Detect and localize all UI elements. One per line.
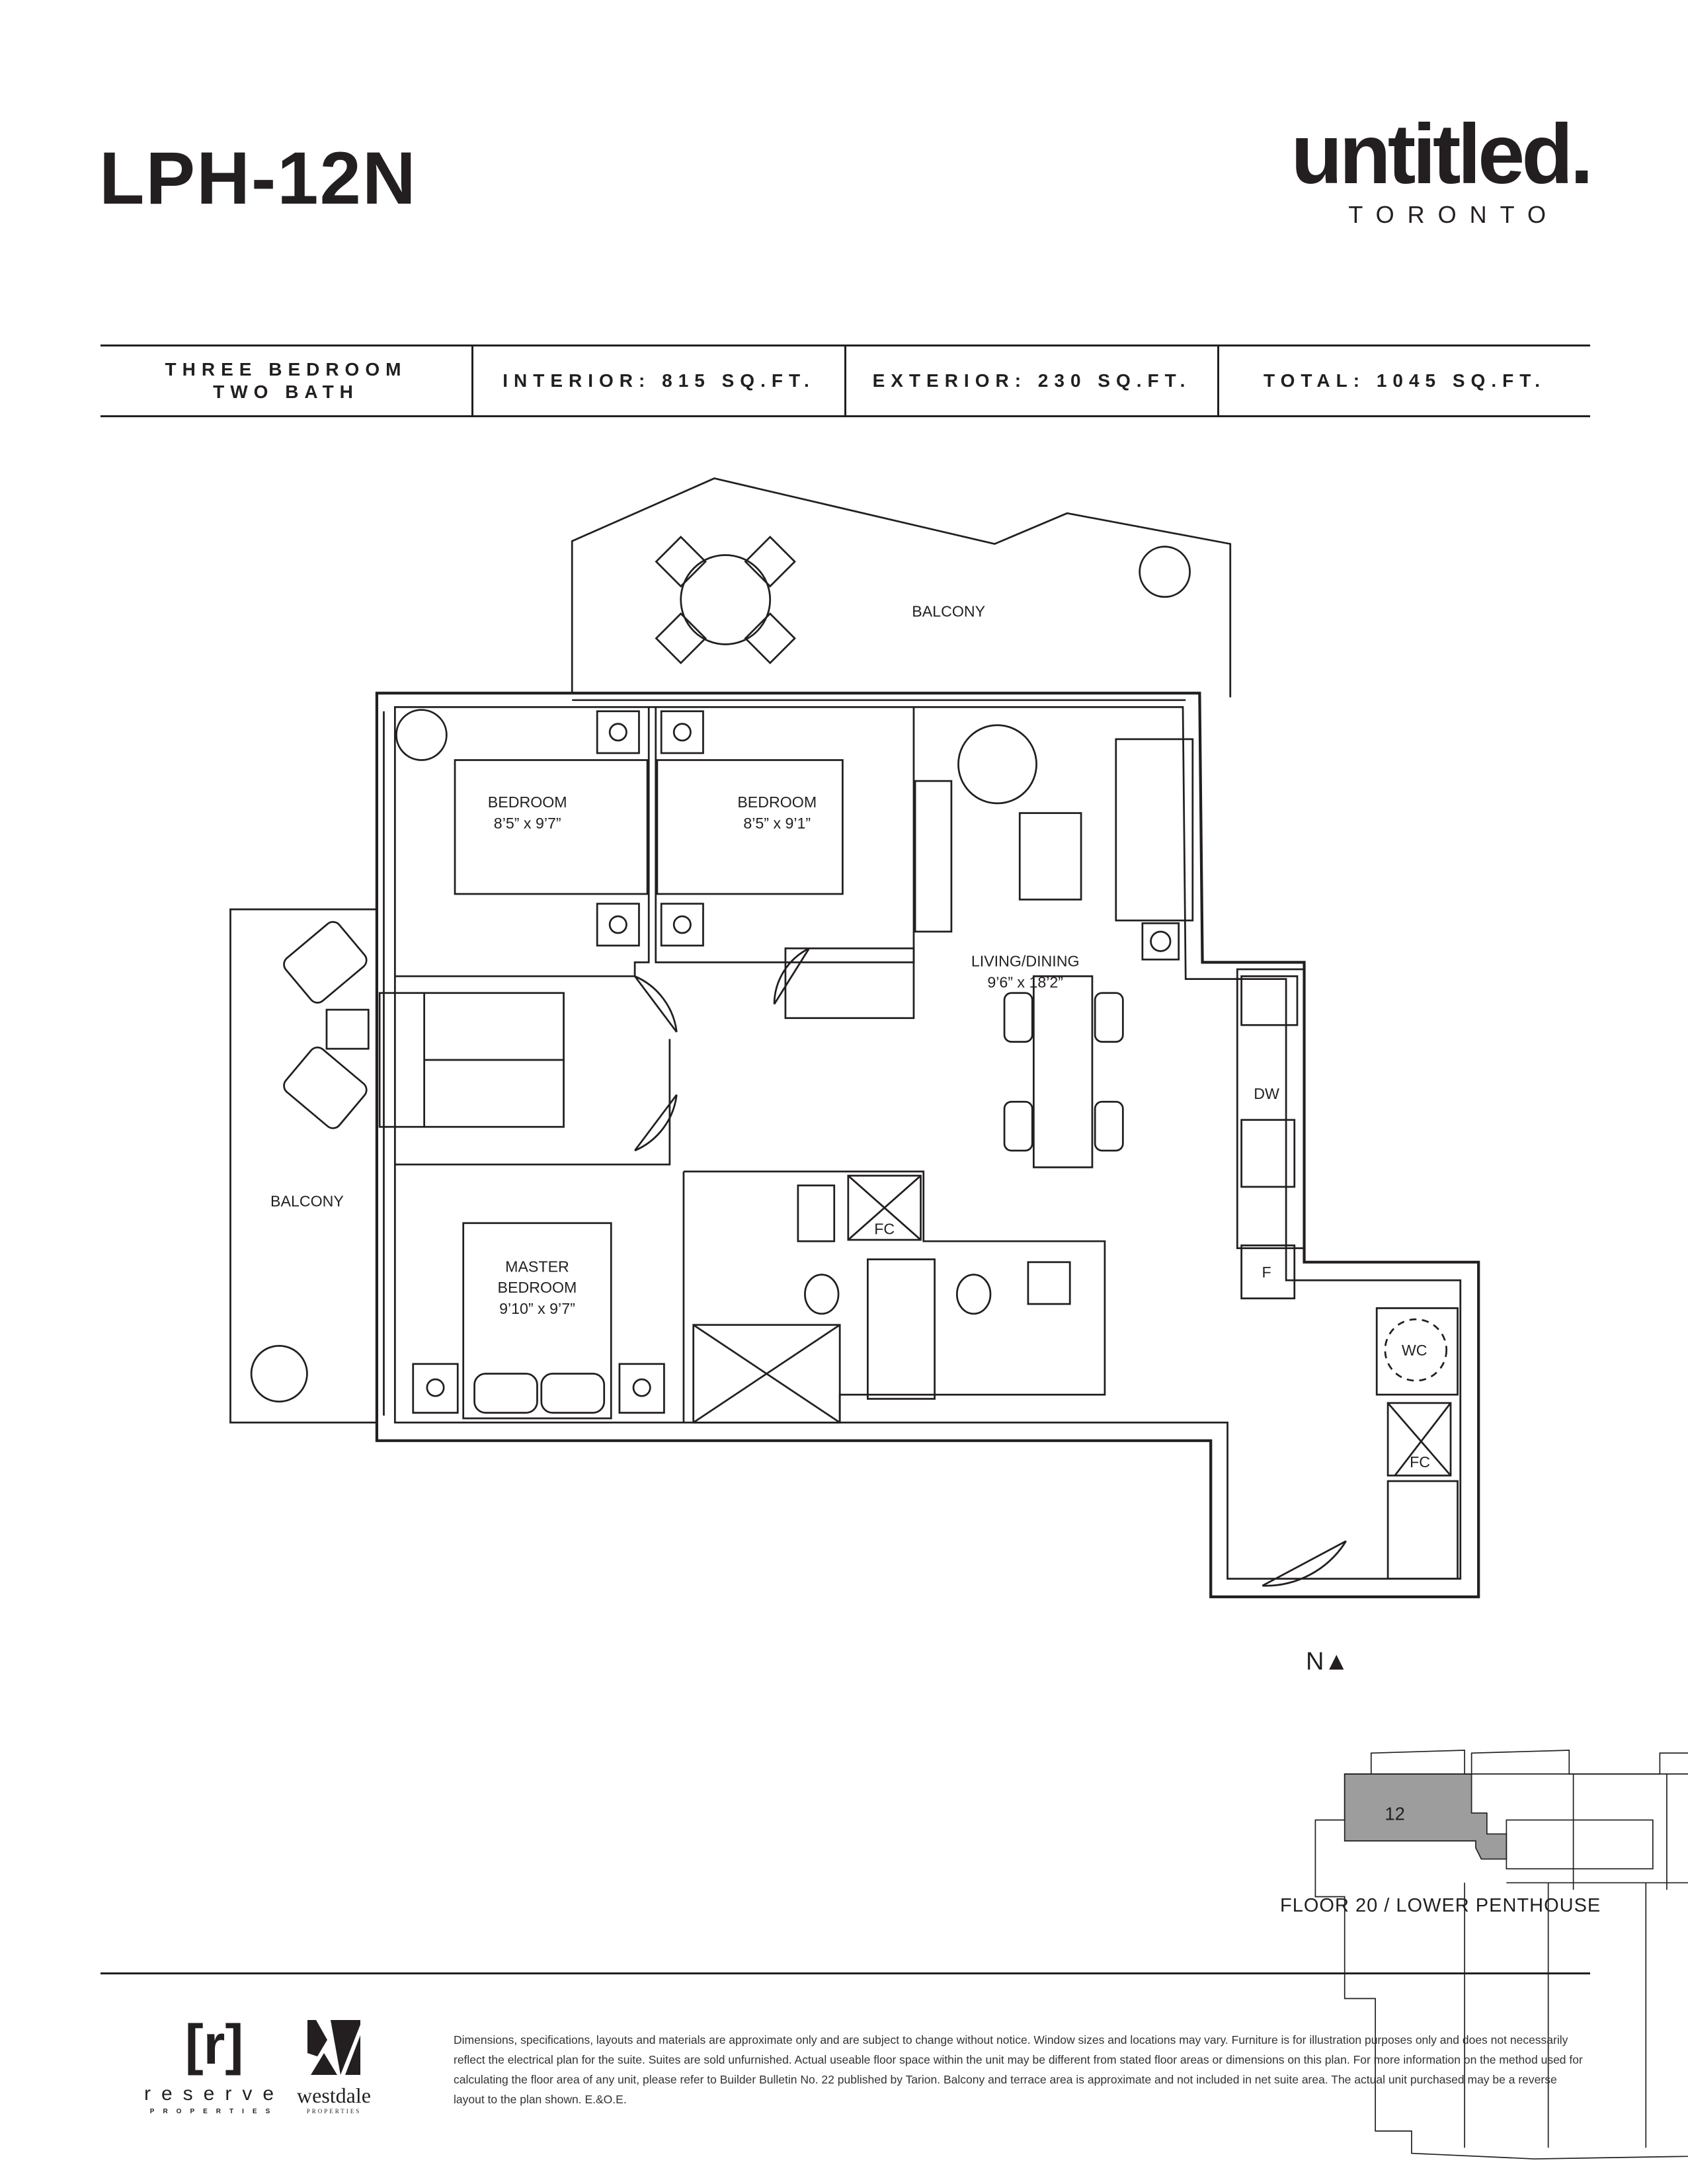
lounge-chair bbox=[283, 1046, 368, 1129]
toilet2 bbox=[955, 1274, 992, 1315]
plant-icon bbox=[1139, 546, 1191, 598]
sink2 bbox=[1027, 1261, 1071, 1305]
fc-closet-2 bbox=[1387, 1402, 1452, 1476]
disclaimer: Dimensions, specifications, layouts and … bbox=[454, 2033, 1583, 2106]
key-plan-balconies bbox=[1370, 1750, 1688, 1775]
room-name: BEDROOM bbox=[737, 793, 817, 811]
sink bbox=[797, 1184, 836, 1242]
bed bbox=[454, 759, 649, 895]
unit-type-line2: TWO BATH bbox=[213, 382, 359, 402]
fc-label: FC bbox=[1410, 1453, 1430, 1471]
pillow bbox=[473, 1373, 538, 1414]
balcony-chairs bbox=[655, 536, 796, 665]
round-table bbox=[395, 709, 448, 761]
room-size: 9’10” x 9’7” bbox=[499, 1300, 575, 1317]
bed bbox=[656, 759, 844, 895]
room-name: LIVING/DINING bbox=[971, 953, 1080, 970]
cooktop bbox=[1240, 1119, 1296, 1188]
balcony-label: BALCONY bbox=[912, 602, 985, 620]
door bbox=[634, 1094, 678, 1152]
bathtub bbox=[866, 1258, 936, 1400]
bedroom2-walls bbox=[655, 707, 915, 963]
entry-door bbox=[1262, 1540, 1347, 1587]
room-size: 8’5” x 9’1” bbox=[743, 815, 811, 832]
shower bbox=[692, 1324, 841, 1424]
dining-table bbox=[1032, 975, 1094, 1168]
westdale-sub: PROPERTIES bbox=[306, 2108, 362, 2115]
kitchen-sink bbox=[1240, 975, 1299, 1026]
highlighted-unit bbox=[1344, 1773, 1507, 1860]
fridge-label: F bbox=[1262, 1264, 1271, 1281]
westdale-mark-icon bbox=[307, 2020, 360, 2075]
floor-label: FLOOR 20 / LOWER PENTHOUSE bbox=[1280, 1895, 1601, 1916]
fc-label: FC bbox=[874, 1221, 895, 1238]
sofa bbox=[1115, 738, 1194, 922]
west-balcony-outline bbox=[229, 908, 377, 1424]
north-balcony-outline bbox=[571, 477, 1232, 698]
exterior-area: EXTERIOR: 230 SQ.FT. bbox=[844, 346, 1217, 415]
brand-city: TORONTO bbox=[1348, 201, 1559, 228]
fridge bbox=[1240, 1244, 1296, 1300]
westdale-properties-logo: westdale PROPERTIES bbox=[291, 2017, 377, 2115]
key-plan-outline bbox=[1314, 1773, 1688, 2160]
toilet bbox=[804, 1274, 840, 1315]
total-area: TOTAL: 1045 SQ.FT. bbox=[1217, 346, 1590, 415]
balcony-label: BALCONY bbox=[270, 1192, 344, 1209]
room-size: 9’6” x 18’2” bbox=[987, 973, 1063, 991]
interior-area: INTERIOR: 815 SQ.FT. bbox=[471, 346, 844, 415]
side-table bbox=[325, 1008, 370, 1050]
brand-name: untitled. bbox=[1291, 107, 1593, 202]
room-name: BEDROOM bbox=[498, 1279, 577, 1296]
reserve-mark: [r] bbox=[184, 2013, 244, 2076]
plant-icon bbox=[250, 1345, 308, 1403]
nightstands bbox=[412, 710, 704, 1414]
key-plan-unit-number: 12 bbox=[1385, 1804, 1404, 1824]
interior-wall-line bbox=[393, 706, 1462, 1580]
fc-closet bbox=[847, 1174, 922, 1241]
elevator-core bbox=[1506, 1819, 1654, 1870]
balcony-table bbox=[680, 554, 772, 645]
key-plan: 12 bbox=[1314, 1750, 1688, 2160]
coffee-table bbox=[1018, 812, 1082, 901]
kitchen-counter bbox=[1236, 968, 1305, 1250]
reserve-sub: PROPERTIES bbox=[149, 2108, 279, 2115]
north-arrow: N▲ bbox=[1306, 1648, 1349, 1676]
closet bbox=[784, 947, 915, 1020]
hvac bbox=[1141, 922, 1180, 961]
reserve-properties-logo: [r] reserve PROPERTIES bbox=[144, 2017, 284, 2115]
exterior-wall bbox=[375, 692, 1480, 1599]
brand-logo: untitled. TORONTO bbox=[1291, 107, 1593, 229]
master-bed bbox=[462, 1222, 612, 1420]
room-size: 8’5” x 9’7” bbox=[494, 815, 561, 832]
divider bbox=[100, 1972, 1590, 1974]
dining-chairs bbox=[1003, 992, 1124, 1152]
door bbox=[773, 948, 810, 1005]
bath-walls bbox=[683, 1170, 1106, 1423]
unit-title: LPH-12N bbox=[99, 137, 417, 220]
tv-unit bbox=[914, 780, 953, 933]
unit-type-line1: THREE BEDROOM bbox=[165, 359, 407, 380]
room-name: BEDROOM bbox=[488, 793, 567, 811]
wc-label: WC bbox=[1402, 1342, 1427, 1359]
bedroom-walls bbox=[395, 707, 650, 977]
door bbox=[634, 975, 678, 1033]
reserve-name: reserve bbox=[144, 2083, 285, 2105]
dw-label: DW bbox=[1254, 1085, 1279, 1102]
westdale-name: westdale bbox=[297, 2083, 371, 2107]
lounge-chair bbox=[283, 920, 368, 1004]
armchair bbox=[957, 724, 1037, 805]
pillow bbox=[540, 1373, 606, 1414]
master-wall bbox=[395, 1039, 671, 1166]
room-name: MASTER bbox=[505, 1258, 569, 1275]
entry-closet bbox=[1387, 1480, 1459, 1580]
laundry bbox=[1375, 1307, 1459, 1396]
